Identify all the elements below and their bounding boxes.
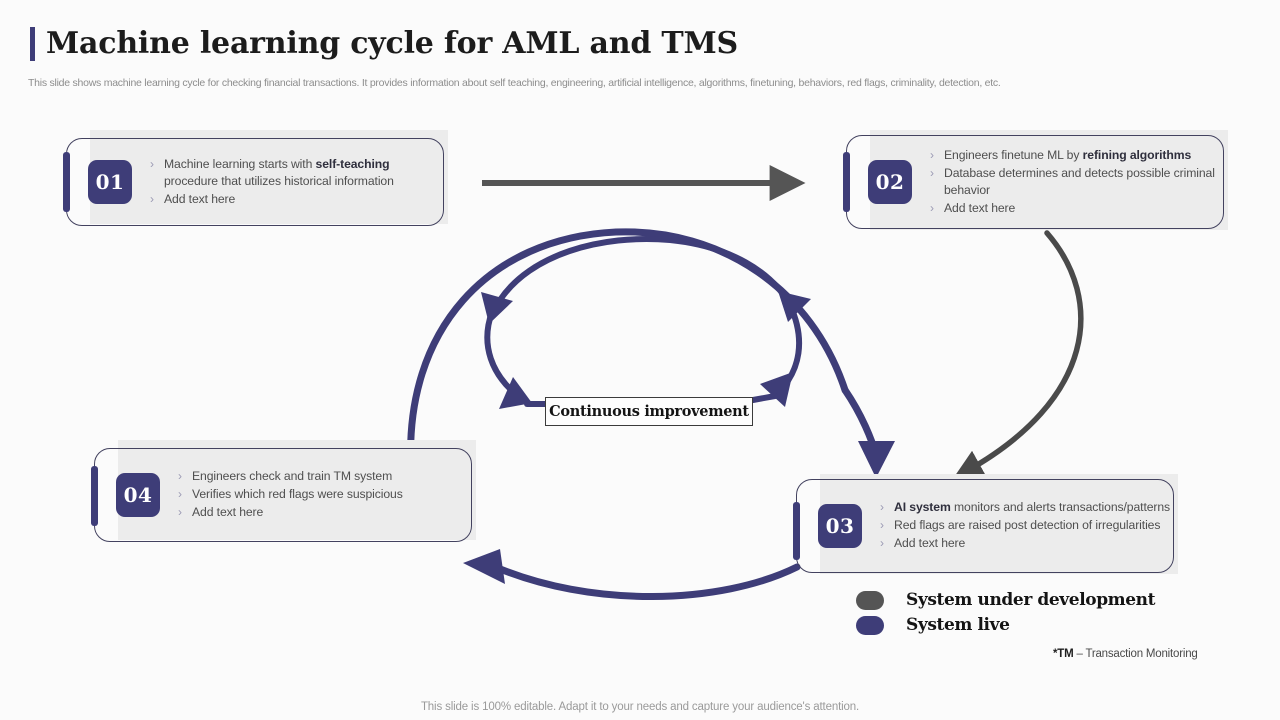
chevron-right-icon: › [880, 500, 884, 514]
list-item: › Add text here [178, 504, 403, 521]
tm-footnote: *TM – Transaction Monitoring [1053, 648, 1198, 660]
card-01-content: 01 › Machine learning starts with self-t… [66, 138, 444, 226]
list-item: › Verifies which red flags were suspicio… [178, 486, 403, 503]
card-04-bullets: › Engineers check and train TM system › … [178, 468, 403, 522]
card-02-bullet-0: Engineers finetune ML by refining algori… [944, 147, 1192, 162]
card-03-bullets: › AI system monitors and alerts transact… [880, 499, 1170, 553]
legend-item-live: System live [856, 615, 1155, 635]
list-item: › AI system monitors and alerts transact… [880, 499, 1170, 516]
card-04[interactable]: 04 › Engineers check and train TM system… [90, 440, 476, 544]
chevron-right-icon: › [178, 487, 182, 501]
card-04-content: 04 › Engineers check and train TM system… [94, 448, 472, 542]
card-02-bullets: › Engineers finetune ML by refining algo… [930, 147, 1224, 218]
chevron-right-icon: › [930, 200, 934, 215]
card-02-content: 02 › Engineers finetune ML by refining a… [846, 135, 1224, 229]
list-item: › Machine learning starts with self-teac… [150, 156, 444, 190]
card-02[interactable]: 02 › Engineers finetune ML by refining a… [842, 130, 1228, 234]
title-bar: Machine learning cycle for AML and TMS [30, 26, 738, 61]
card-03-bullet-0: AI system monitors and alerts transactio… [894, 500, 1171, 514]
continuous-improvement-label: Continuous improvement [545, 397, 753, 426]
chevron-right-icon: › [150, 156, 154, 171]
page-subtitle: This slide shows machine learning cycle … [28, 77, 1001, 89]
card-01-bullet-1: Add text here [164, 191, 236, 206]
title-accent-bar [30, 26, 35, 61]
card-01-bullets: › Machine learning starts with self-teac… [150, 156, 444, 209]
card-03-bullet-1: Red flags are raised post detection of i… [894, 518, 1161, 532]
card-04-bullet-0: Engineers check and train TM system [192, 469, 393, 483]
page-title: Machine learning cycle for AML and TMS [46, 26, 738, 61]
chevron-right-icon: › [178, 469, 182, 483]
chevron-right-icon: › [930, 147, 934, 162]
legend-label-live: System live [906, 615, 1010, 635]
list-item: › Engineers check and train TM system [178, 468, 403, 485]
card-04-number-badge: 04 [116, 473, 160, 517]
card-04-accent-tab [90, 466, 98, 526]
card-03-shadow [820, 474, 1178, 574]
card-01-shadow [90, 130, 448, 224]
card-03-content: 03 › AI system monitors and alerts trans… [796, 479, 1174, 573]
card-01-bullet-0: Machine learning starts with self-teachi… [164, 156, 394, 188]
card-02-bullet-2: Add text here [944, 200, 1016, 215]
legend: System under development System live [856, 590, 1156, 640]
list-item: › Engineers finetune ML by refining algo… [930, 147, 1224, 164]
card-01[interactable]: 01 › Machine learning starts with self-t… [62, 130, 448, 234]
card-03[interactable]: 03 › AI system monitors and alerts trans… [792, 474, 1178, 578]
tm-footnote-text: – Transaction Monitoring [1073, 648, 1198, 660]
card-03-number-badge: 03 [818, 504, 862, 548]
legend-label-development: System under development [906, 590, 1156, 610]
chevron-right-icon: › [930, 165, 934, 180]
card-04-shadow [118, 440, 476, 540]
list-item: › Red flags are raised post detection of… [880, 517, 1170, 534]
card-04-bullet-1: Verifies which red flags were suspicious [192, 487, 403, 501]
list-item: › Add text here [880, 535, 1170, 552]
list-item: › Add text here [930, 200, 1224, 217]
list-item: › Database determines and detects possib… [930, 165, 1224, 199]
card-02-accent-tab [842, 152, 850, 212]
list-item: › Add text here [150, 191, 444, 208]
card-03-bullet-2: Add text here [894, 536, 966, 550]
tm-footnote-abbrev: *TM [1053, 648, 1074, 660]
legend-swatch-blue [856, 615, 884, 635]
card-04-bullet-2: Add text here [192, 505, 264, 519]
card-01-accent-tab [62, 152, 70, 212]
chevron-right-icon: › [880, 518, 884, 532]
inner-cycle-arrow [481, 236, 811, 409]
arrow-card02-to-card03 [952, 230, 1084, 479]
chevron-right-icon: › [150, 191, 154, 206]
chevron-right-icon: › [178, 505, 182, 519]
card-03-accent-tab [792, 502, 800, 560]
card-01-number-badge: 01 [88, 160, 132, 204]
card-02-number-badge: 02 [868, 160, 912, 204]
legend-item-development: System under development [856, 590, 1156, 610]
chevron-right-icon: › [880, 536, 884, 550]
card-02-bullet-1: Database determines and detects possible… [944, 165, 1215, 197]
legend-swatch-gray [856, 590, 884, 610]
slide-footer-note: This slide is 100% editable. Adapt it to… [420, 701, 860, 713]
card-02-shadow [870, 130, 1228, 230]
